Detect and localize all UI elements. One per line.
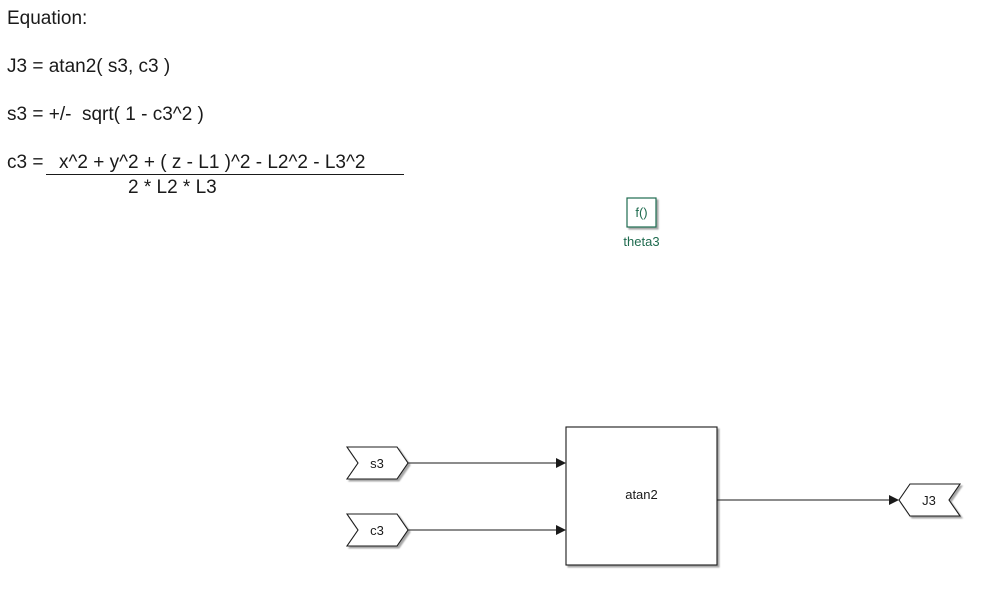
from-tag-s3-label: s3 [370, 456, 384, 471]
equation-c3-numerator: x^2 + y^2 + ( z - L1 )^2 - L2^2 - L3^2 [59, 152, 366, 173]
from-tag-s3[interactable]: s3 [345, 446, 409, 480]
signal-line-c3[interactable] [408, 525, 566, 535]
fraction-bar [46, 174, 404, 175]
atan2-block[interactable]: atan2 [565, 426, 718, 566]
from-tag-c3-label: c3 [370, 523, 384, 538]
equation-j3: J3 = atan2( s3, c3 ) [7, 56, 171, 77]
equation-c3-lhs: c3 = [7, 152, 49, 173]
signal-line-s3[interactable] [408, 458, 566, 468]
equation-c3-denominator: 2 * L2 * L3 [128, 177, 217, 198]
goto-tag-j3[interactable]: J3 [898, 483, 962, 517]
atan2-block-label: atan2 [625, 487, 658, 502]
signal-line-j3[interactable] [717, 495, 899, 505]
from-tag-c3[interactable]: c3 [345, 513, 409, 547]
simulink-function-block[interactable]: f() [626, 197, 657, 228]
function-block-name: theta3 [623, 234, 659, 249]
equation-heading: Equation: [7, 8, 88, 29]
equation-s3: s3 = +/- sqrt( 1 - c3^2 ) [7, 104, 204, 125]
goto-tag-j3-label: J3 [922, 493, 936, 508]
function-icon-label: f() [635, 205, 647, 220]
